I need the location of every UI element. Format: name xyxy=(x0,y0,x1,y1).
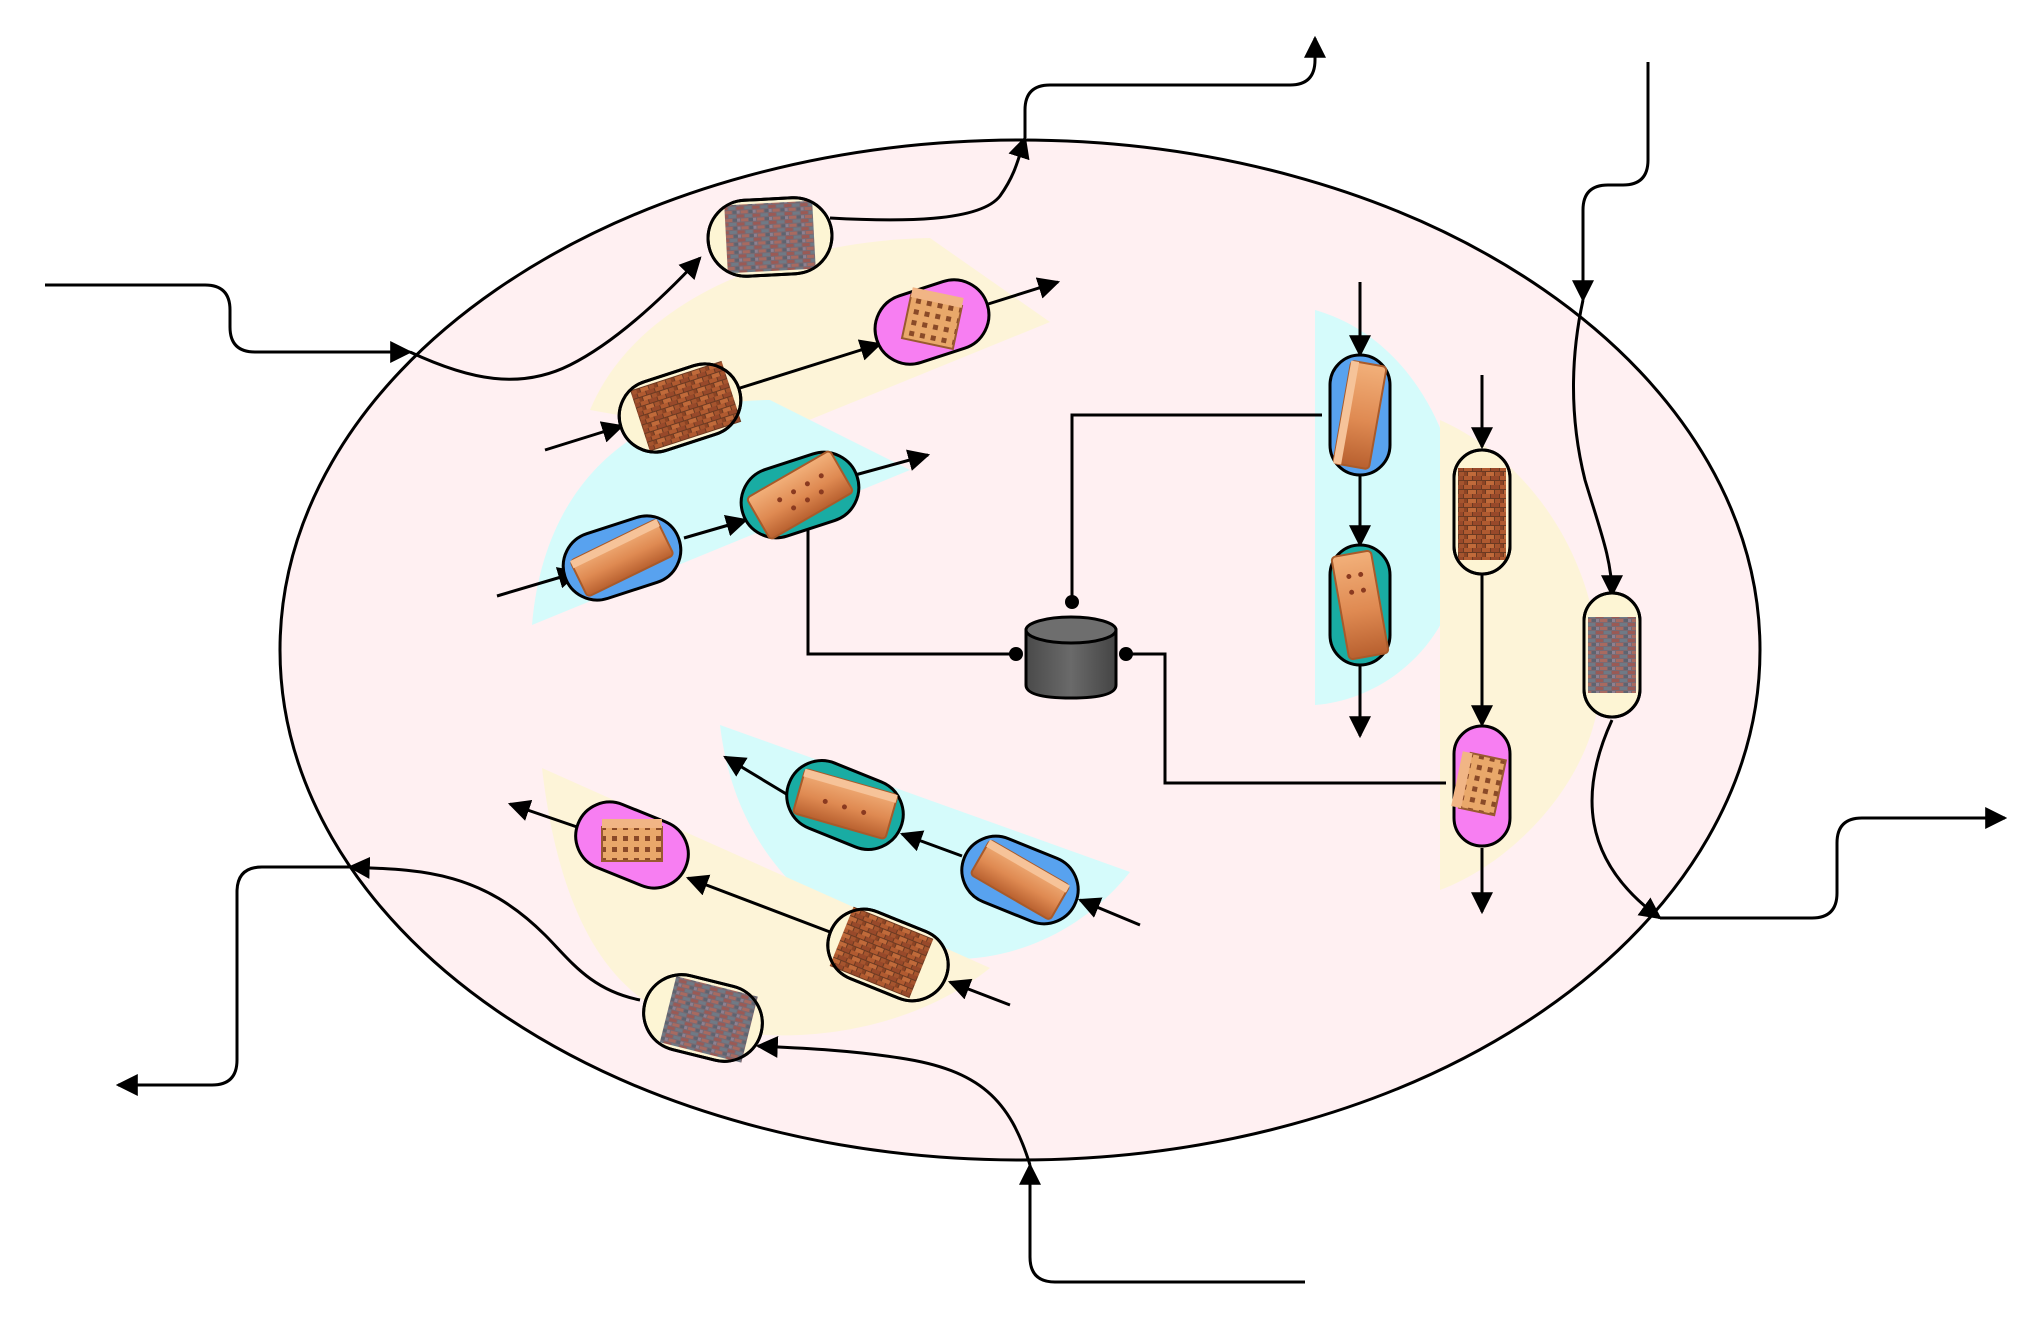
brick-texture-red-wall xyxy=(1458,468,1506,560)
path-tl-a-out xyxy=(984,277,1061,307)
path-bottom-capsule-to-membrane xyxy=(347,856,641,1002)
capsule-cream-red-wall xyxy=(617,360,743,454)
hub-link-left-capsule xyxy=(806,515,1016,656)
hub-link-bottom-right xyxy=(1126,652,1446,785)
brick-texture-red-wall xyxy=(630,360,742,452)
path-tl-a-in xyxy=(544,421,625,452)
path-tl-a-mid xyxy=(739,339,883,390)
path-bl-b-out xyxy=(507,800,581,830)
path-tl-b-out xyxy=(854,449,931,477)
path-right-capsule-to-membrane xyxy=(1590,719,1662,920)
brick-texture-perforated-brick xyxy=(601,826,663,862)
capsule-cream-grey-wall xyxy=(642,973,764,1063)
path-tl-b-mid xyxy=(683,514,749,540)
capsule-teal-solid-brick xyxy=(1328,543,1392,667)
path-output-left xyxy=(115,865,350,1096)
hub-link-right-capsule xyxy=(1070,413,1322,602)
capsule-pink-perforated xyxy=(873,278,991,366)
capsule-cream-red-wall xyxy=(1452,448,1512,576)
brick-texture-solid-brick xyxy=(1330,549,1390,661)
capsule-pink-perforated xyxy=(574,800,690,890)
path-bl-b-mid xyxy=(685,874,831,934)
path-output-right xyxy=(1660,807,2008,920)
path-membrane-to-right-capsule xyxy=(1572,299,1623,598)
brick-texture-grey-wall xyxy=(724,200,816,274)
path-input-bottom xyxy=(1019,1162,1305,1284)
capsule-cream-red-wall xyxy=(826,906,950,1003)
brick-texture-grey-wall xyxy=(659,976,758,1063)
brick-texture-red-wall xyxy=(829,906,934,999)
path-bl-b-in xyxy=(947,978,1011,1007)
capsule-blue-solid-brick xyxy=(1328,353,1392,477)
path-bl-a-mid xyxy=(899,830,963,858)
path-output-top xyxy=(1023,35,1326,138)
cylinder-hub-icon xyxy=(1009,595,1133,700)
path-input-left xyxy=(45,283,413,363)
path-membrane-to-bottom-capsule xyxy=(755,1035,1032,1166)
capsule-blue-solid-brick xyxy=(960,834,1080,926)
path-top-capsule-to-membrane xyxy=(829,135,1030,222)
path-bl-a-out xyxy=(723,755,789,797)
capsule-teal-solid-brick xyxy=(739,450,861,540)
capsule-cream-grey-wall xyxy=(706,196,834,278)
path-input-top-right xyxy=(1572,62,1650,303)
brick-texture-grey-wall xyxy=(1588,617,1636,693)
capsule-cream-grey-wall xyxy=(1582,591,1642,719)
path-left-to-top-capsule xyxy=(409,256,702,381)
path-bl-a-in xyxy=(1077,897,1141,927)
brick-texture-solid-brick xyxy=(746,450,854,540)
capsule-pink-perforated xyxy=(1451,724,1512,848)
capsule-blue-solid-brick xyxy=(561,514,683,602)
capsule-teal-solid-brick xyxy=(785,759,905,851)
